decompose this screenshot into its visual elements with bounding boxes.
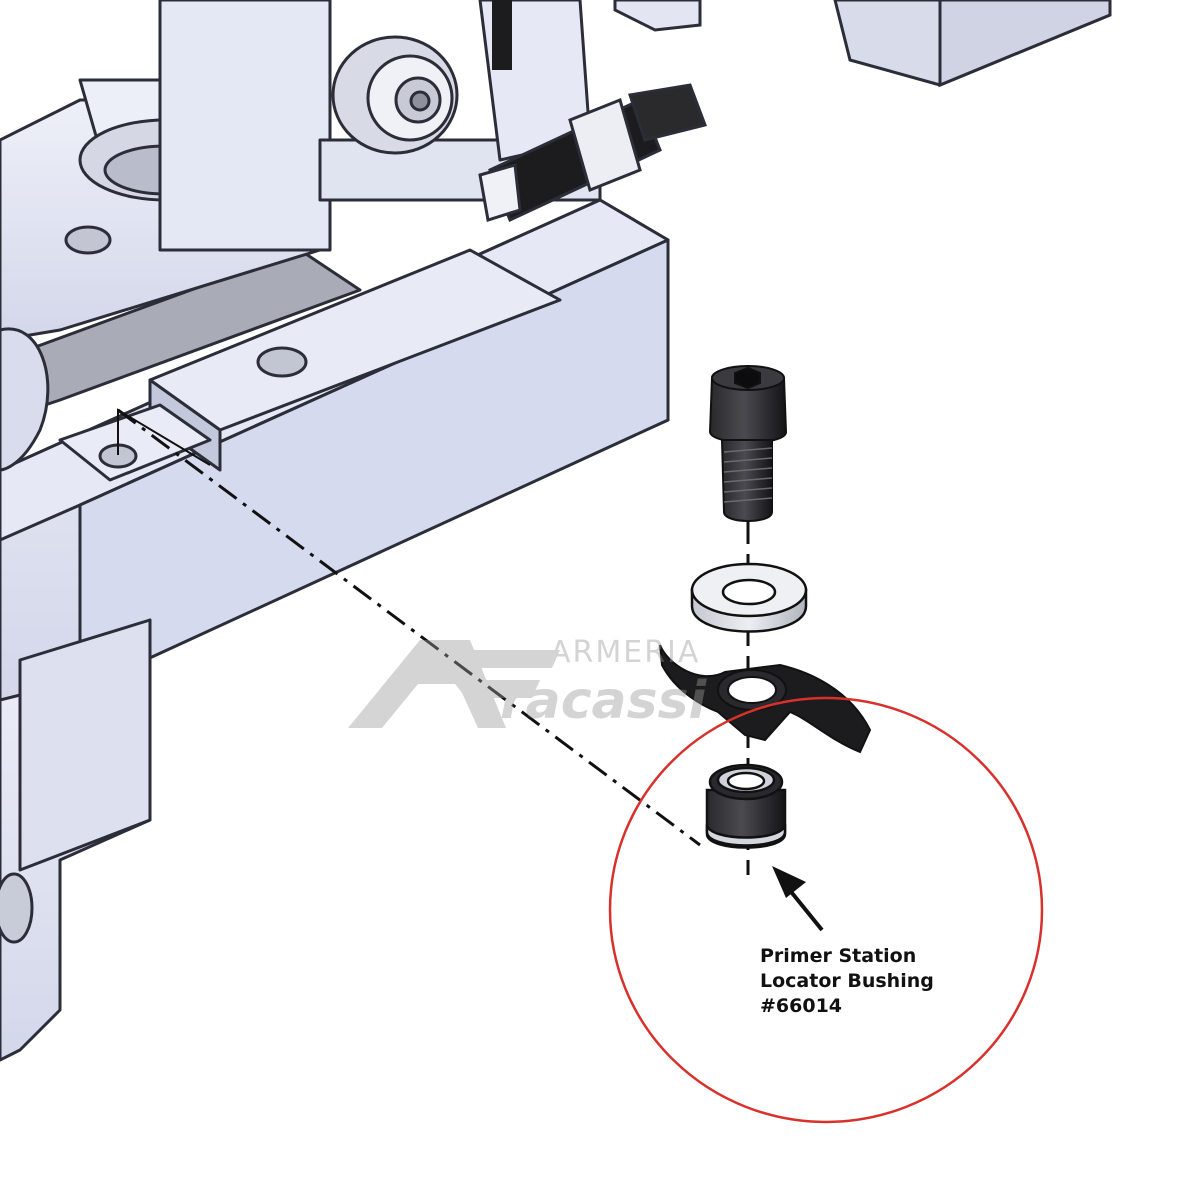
primer-lever	[659, 644, 872, 754]
callout-line-2: Locator Bushing	[760, 970, 934, 992]
watermark-logo: ARMERIA racassi	[348, 635, 708, 731]
press-frame-assembly	[0, 0, 670, 1062]
top-right-module	[833, 0, 1112, 88]
bushing-callout-label: Primer Station Locator Bushing #66014	[760, 944, 934, 1019]
vertical-tower	[158, 0, 332, 252]
actuator-rod	[492, 0, 512, 70]
top-left-pins	[613, 0, 702, 32]
step-block-hole	[256, 346, 308, 378]
svg-text:ARMERIA: ARMERIA	[550, 635, 700, 670]
leader-tick	[117, 408, 211, 466]
callout-part-number: #66014	[760, 995, 843, 1017]
flat-washer	[690, 562, 808, 633]
callout-arrow	[772, 866, 824, 932]
locator-bushing	[705, 763, 787, 849]
frame-leg-hole	[0, 872, 34, 944]
callout-highlight-circle	[608, 696, 1044, 1124]
upper-body-hole	[64, 225, 112, 255]
roller-wheel	[331, 35, 459, 155]
frame-leg-face	[18, 618, 152, 872]
assembly-leader-line	[117, 408, 701, 847]
left-housing	[0, 327, 50, 472]
cap-screw	[708, 365, 788, 522]
hose-fitting	[478, 83, 707, 223]
svg-text:racassi: racassi	[500, 671, 708, 731]
callout-line-1: Primer Station	[760, 945, 917, 967]
